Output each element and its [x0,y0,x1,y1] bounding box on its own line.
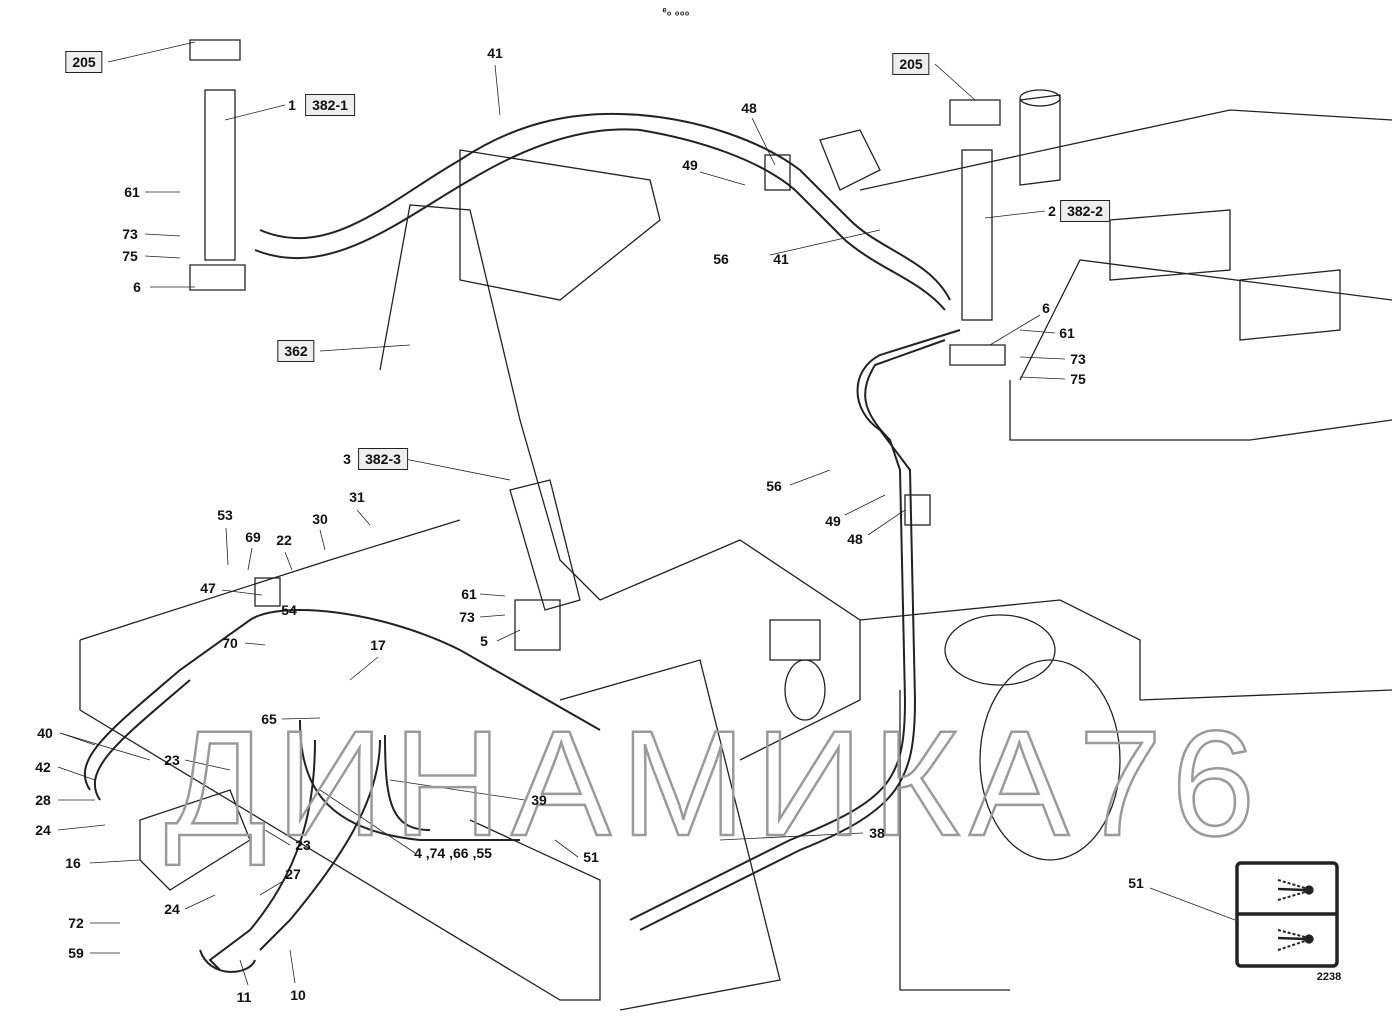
decal-51-pictogram [1235,861,1339,968]
callout: 38 [869,825,885,841]
machine-frame [79,89,1392,1011]
callout: 28 [35,792,51,808]
callout: 16 [65,855,81,871]
hydraulic-lines [84,112,961,973]
ref-box-362: 362 [277,340,315,362]
callout: 49 [825,513,841,529]
callout: 24 [35,822,51,838]
valve-block [139,619,826,891]
callout: 6 [1042,300,1050,316]
callout: 70 [222,635,238,651]
callout: 65 [261,711,277,727]
callout: 61 [1059,325,1075,341]
callout: 59 [68,945,84,961]
header-mark: ᵉ₀ ₀₀₀ [662,6,690,18]
callout: 17 [370,637,386,653]
callout: 73 [1070,351,1086,367]
callout: 22 [276,532,292,548]
callout: 51 [583,849,599,865]
callout: 48 [847,531,863,547]
callout: 72 [68,915,84,931]
callout: 73 [459,609,475,625]
callout: 24 [164,901,180,917]
cylinder-3 [509,479,581,651]
ref-box-205-left: 205 [65,51,103,73]
callout: 11 [236,989,252,1005]
ref-box-382-1: 382-1 [305,94,355,116]
callout: 41 [487,45,503,61]
callout: 75 [1070,371,1086,387]
callout: 56 [713,251,729,267]
callout: 48 [741,100,757,116]
ref-box-382-3: 382-3 [358,448,408,470]
callout: 40 [37,725,53,741]
figure-number: 2238 [1316,971,1342,983]
callout: 10 [290,987,306,1003]
callout: 41 [773,251,789,267]
clamps [254,154,931,607]
callout: 49 [682,157,698,173]
callout: 73 [122,226,138,242]
cylinder-2 [949,99,1006,366]
cylinder-1 [189,39,246,291]
ref-box-382-2: 382-2 [1060,200,1110,222]
callout: 39 [531,792,547,808]
callout: 2 [1048,203,1056,219]
watermark-text: ДИНАМИКА76 [165,699,1255,867]
callout: 61 [124,184,140,200]
callout: 31 [349,489,365,505]
callout: 5 [480,633,488,649]
ref-box-205-right: 205 [892,53,930,75]
callout: 56 [766,478,782,494]
callout: 23 [164,752,180,768]
callout: 75 [122,248,138,264]
callout: 6 [133,279,141,295]
callout: 54 [281,602,297,618]
callout: 51 [1128,875,1144,891]
callout: 27 [285,866,301,882]
leader-lines [57,41,1236,986]
callout: 30 [312,511,328,527]
callout: 53 [217,507,233,523]
callout: 23 [295,837,311,853]
callout: 4 ,74 ,66 ,55 [414,845,492,861]
callout: 3 [343,451,351,467]
callout: 47 [200,580,216,596]
callout: 1 [288,97,296,113]
callout: 69 [245,529,261,545]
callout: 61 [461,586,477,602]
callout: 42 [35,759,51,775]
